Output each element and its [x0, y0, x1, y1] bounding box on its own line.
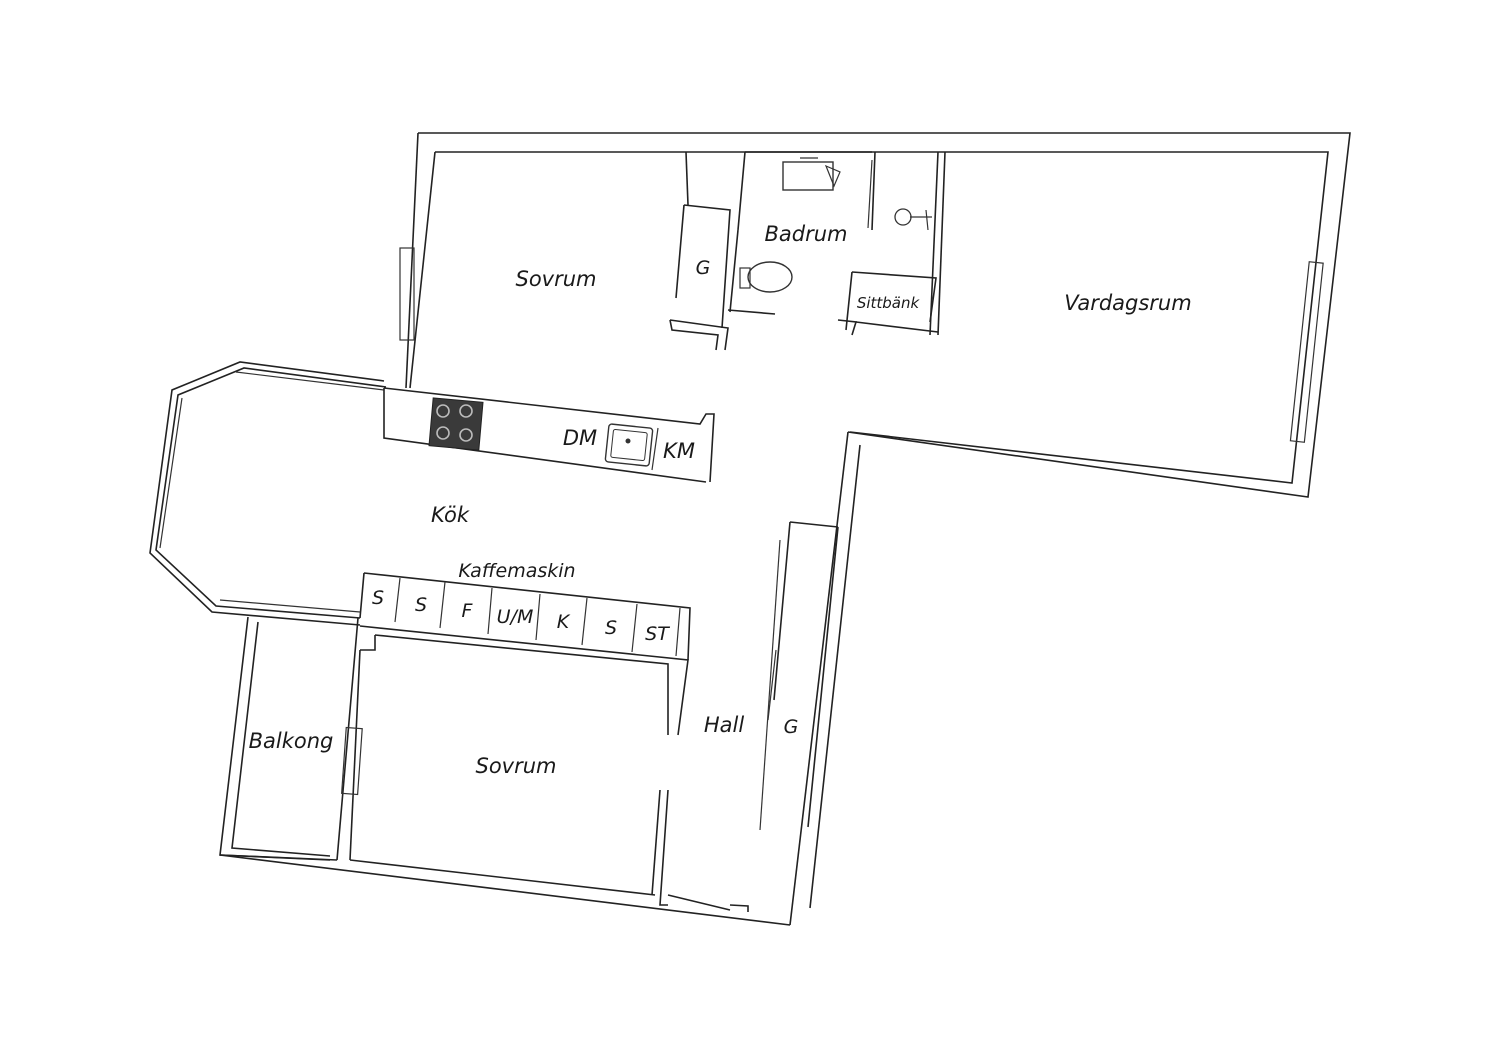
fixture-labels: G G Sittbänk DM KM Kaffemaskin S S F U/M…: [372, 257, 921, 738]
room-label-badrum: Badrum: [764, 222, 847, 246]
fixture-label-garderob-hall: G: [784, 716, 799, 738]
burner-icon: [459, 428, 473, 442]
fixture-label-garderob-top: G: [696, 257, 711, 279]
fixture-label-kaffemaskin: Kaffemaskin: [458, 560, 575, 582]
cabinet-label: S: [372, 587, 384, 609]
sink-basin-icon: [610, 428, 648, 462]
window-living-room: [1289, 261, 1324, 443]
windows: [341, 247, 1324, 796]
cabinet-label: S: [605, 617, 617, 639]
fixture-label-sittbank: Sittbänk: [857, 294, 921, 312]
kitchen-cabinet-row: [359, 572, 691, 661]
fixture-label-dm: DM: [563, 426, 597, 450]
interior-walls: [359, 151, 946, 912]
room-label-balkong: Balkong: [249, 729, 334, 753]
fixture-label-km: KM: [663, 439, 695, 463]
burner-icon: [436, 426, 450, 440]
window-top-bedroom: [399, 247, 415, 341]
shower-icon: [894, 208, 912, 226]
room-label-kok: Kök: [431, 503, 470, 527]
hall-wardrobe: [759, 539, 781, 831]
burner-icon: [436, 404, 450, 418]
cabinet-label: U/M: [497, 606, 534, 628]
cabinet-label: F: [462, 600, 474, 622]
room-label-sovrum-top: Sovrum: [515, 267, 596, 291]
window-bottom-bedroom: [341, 726, 363, 796]
washbasin-icon: [782, 161, 834, 191]
burner-icon: [459, 404, 473, 418]
cabinet-label: ST: [645, 623, 670, 645]
sink-icon: [604, 423, 654, 467]
drain-icon: [625, 438, 631, 444]
bathroom-fixtures: [739, 157, 932, 293]
cabinet-label: S: [415, 594, 427, 616]
cabinet-label: K: [557, 611, 571, 633]
room-label-sovrum-bottom: Sovrum: [475, 754, 556, 778]
outer-walls: [149, 132, 1351, 926]
toilet-icon: [747, 261, 793, 293]
stove-icon: [428, 397, 484, 451]
room-label-hall: Hall: [704, 713, 744, 737]
room-labels: Sovrum Badrum Vardagsrum Kök Sovrum Balk…: [249, 222, 1192, 778]
room-label-vardagsrum: Vardagsrum: [1064, 291, 1191, 315]
kitchen-counter-top: [383, 387, 715, 483]
